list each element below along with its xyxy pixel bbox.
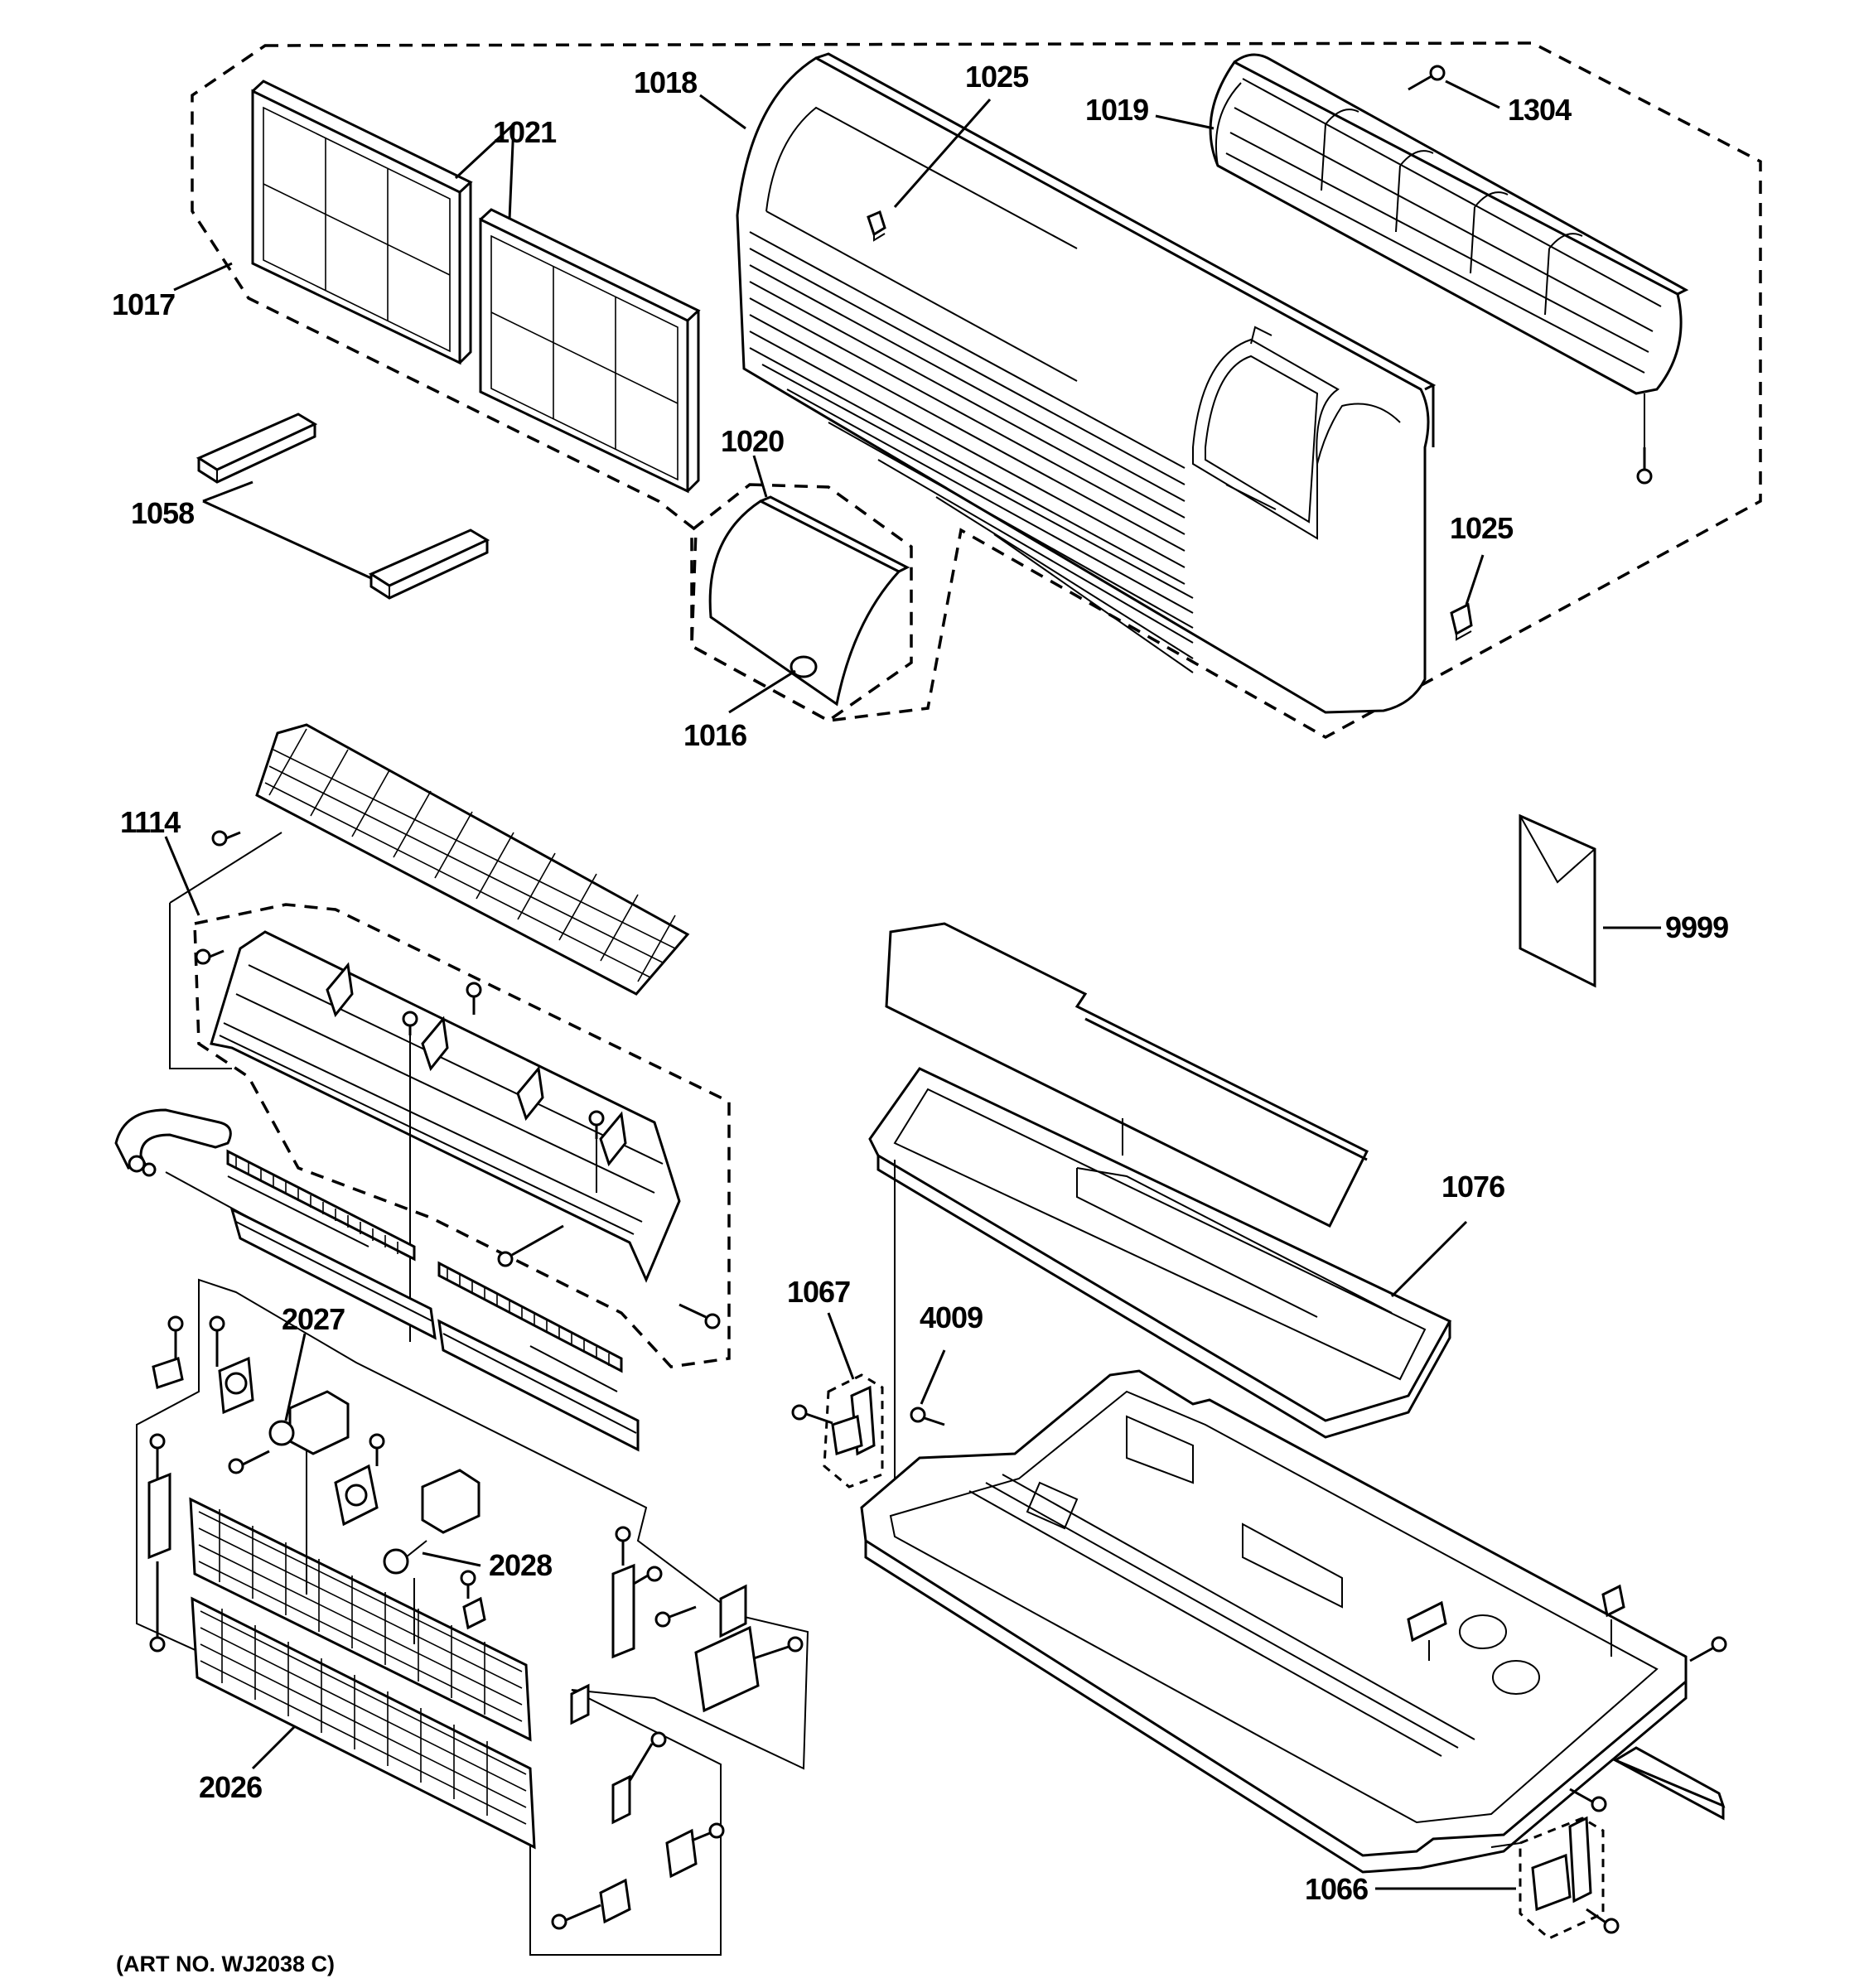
screw-top-1304 [1408,65,1446,91]
label-1058: 1058 [131,496,194,530]
bracket-1067 [791,1385,876,1456]
filter-bracket-lower [368,528,490,600]
lower-left-screws [149,1315,804,1930]
label-1018: 1018 [634,65,697,99]
louver-vanes [326,962,627,1167]
motor-bracket-middle [334,1464,379,1527]
louver-bar-left [229,1207,437,1340]
leader-1017 [173,262,233,292]
clip-upper [867,210,886,242]
screw-4009 [910,1407,945,1426]
filter-bracket-upper [196,413,318,484]
label-1021: 1021 [493,115,557,149]
base-pan [860,1369,1688,1874]
stepper-motor-2028 [383,1469,480,1575]
bracket-1067-outline [823,1373,884,1489]
leader-1076 [1390,1220,1468,1298]
label-2027: 2027 [282,1302,345,1336]
screw-bottom-1304 [1636,393,1653,485]
crank-arm [114,1108,232,1177]
leader-2026 [251,1725,296,1770]
leader-1058b [202,499,372,580]
label-1076: 1076 [1441,1170,1504,1204]
art-number: (ART NO. WJ2038 C) [116,1952,335,1976]
bracket-1066-outline [1519,1817,1605,1940]
label-9999: 9999 [1665,910,1728,944]
label-1066: 1066 [1305,1872,1368,1906]
leader-1304 [1445,80,1500,109]
louver-frame [210,930,681,1283]
leader-1025a [893,99,992,208]
gear-rack-upper [226,1149,416,1262]
leader-1018 [699,94,746,130]
air-filter-right [479,208,701,494]
leader-1016 [728,669,796,714]
clips-left-group [147,1357,760,1924]
base-rail [1612,1746,1726,1821]
condensate-tray [868,1067,1452,1439]
stepper-motor-2027 [268,1390,350,1455]
label-1025-right: 1025 [1450,511,1514,545]
leader-1019 [1155,114,1214,130]
air-filter-left [251,80,473,365]
leader-2027 [284,1333,307,1421]
bracket-1066 [1531,1816,1620,1934]
label-1020: 1020 [721,424,784,458]
label-1304: 1304 [1508,93,1572,127]
louver-group-outline [193,903,731,1368]
access-door [708,495,910,707]
label-2026: 2026 [199,1770,262,1804]
mesh-screen [255,723,690,996]
label-1019: 1019 [1085,93,1148,127]
label-1067: 1067 [787,1275,850,1309]
rack-guide-upper [227,1175,369,1247]
clip-right [1450,602,1473,641]
leader-1058a [202,480,254,503]
leader-4009 [920,1349,946,1405]
label-1025-top: 1025 [965,60,1029,94]
rack-guide-lower [529,1345,618,1392]
return-grille-lower [191,1596,536,1850]
louver-bar-right [437,1319,640,1452]
louver-screws [195,830,721,1329]
leader-1020 [752,455,768,498]
label-1016: 1016 [683,718,746,752]
label-4009: 4009 [920,1300,983,1334]
motor-bracket-left [218,1356,254,1415]
leader-1021b [508,123,515,220]
leader-1025b [1465,554,1485,606]
cabinet-front-panel [736,52,1437,714]
screw-lower-base [1569,1788,1607,1812]
screw-right-base [1689,1636,1727,1662]
label-1017: 1017 [112,287,175,321]
label-1114: 1114 [120,805,181,839]
cabinet-group-outline [191,41,1762,740]
discharge-grille [1209,53,1689,395]
gear-rack-lower [437,1261,623,1373]
label-2028: 2028 [489,1548,552,1582]
leader-2028 [422,1551,481,1567]
motor-group-outline [136,1278,809,1956]
insulation-sheet [885,922,1369,1228]
literature-envelope [1519,813,1596,988]
cabinet-louvers [749,231,1194,673]
leader-1067 [827,1312,855,1380]
leader-1114 [164,836,200,916]
door-group-outline [690,483,913,723]
leader-1021a [454,123,515,180]
